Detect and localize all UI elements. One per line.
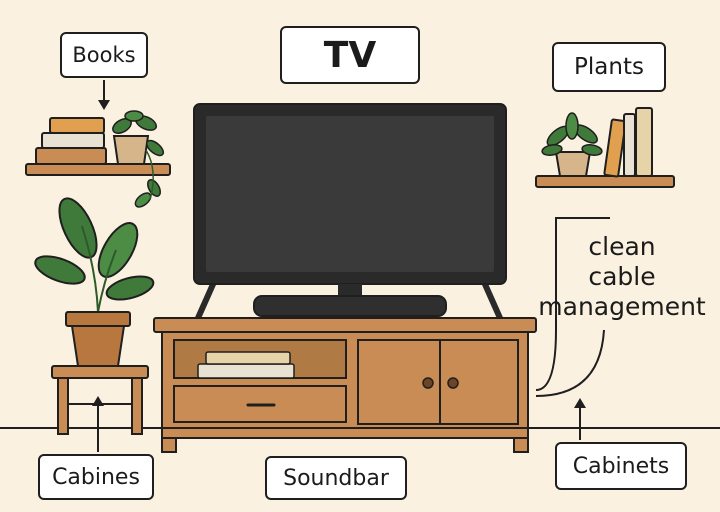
books-label: Books [60, 32, 148, 78]
floor-plant-leaf [34, 255, 86, 285]
floor-plant-stem [81, 225, 117, 313]
soundbar [253, 295, 447, 317]
shelf-plant-leaf [147, 179, 161, 197]
tv-leg-right [481, 279, 503, 321]
floor-plant-group [34, 197, 155, 435]
right-shelf-plant-leaf [541, 144, 563, 156]
right-shelf-group [535, 107, 675, 188]
right-shelf-plant-pot [554, 151, 592, 177]
right-shelf-plant-leaf [581, 144, 603, 156]
cabines-arrow-head [92, 396, 104, 406]
shelf-plant-leaf [145, 139, 165, 157]
right-shelf-plant-leaf [565, 112, 579, 140]
cable-management-label: clean cable management [538, 232, 706, 321]
soundbar-label-text: Soundbar [283, 465, 389, 491]
tv-cabinet [153, 317, 537, 453]
book-1 [35, 147, 107, 165]
cabinet-top [153, 317, 537, 333]
cabinet-base [161, 427, 529, 439]
cable-line-2 [535, 329, 605, 397]
floor-plant-pot-rim [65, 311, 131, 327]
tv-leg-left [195, 279, 217, 321]
shelf-plant-leaf [134, 192, 152, 208]
soundbar-label: Soundbar [265, 456, 407, 500]
cabinets-label-text: Cabinets [572, 453, 670, 479]
plants-label: Plants [552, 42, 666, 92]
tv-screen [206, 116, 494, 272]
stool-top [51, 365, 149, 379]
cabines-label: Cabines [38, 454, 154, 500]
cabinet-book-2 [205, 351, 291, 365]
left-shelf-group [25, 110, 171, 208]
plants-label-text: Plants [574, 54, 644, 80]
stool-leg-left [57, 377, 69, 435]
right-book-3 [635, 107, 653, 177]
right-book-1 [603, 118, 627, 178]
stool-leg-right [131, 377, 143, 435]
cabines-label-text: Cabines [52, 464, 140, 490]
tv-label: TV [280, 26, 420, 84]
floor-plant-leaf [97, 222, 139, 278]
shelf-plant-pot [112, 135, 150, 165]
door-knob-left [422, 377, 434, 389]
cabinet-book-1 [197, 363, 295, 379]
floor-plant-pot [70, 325, 126, 367]
tv-stand-neck [338, 284, 362, 298]
tv-group [193, 103, 507, 321]
floor-plant-leaf [58, 197, 98, 259]
door-knob-right [447, 377, 459, 389]
book-3 [49, 117, 105, 134]
books-label-text: Books [72, 43, 136, 67]
shelf-plant-vine [145, 149, 154, 201]
tv-label-text: TV [323, 34, 377, 76]
books-arrow-head [98, 100, 110, 110]
cabinets-arrow-head [574, 398, 586, 408]
cable-line-1 [535, 217, 610, 391]
shelf-plant-leaf [124, 110, 144, 122]
right-wall-shelf [535, 175, 675, 188]
book-2 [41, 132, 105, 149]
floor-plant-leaf [105, 275, 155, 301]
left-wall-shelf [25, 163, 171, 176]
cabinets-label: Cabinets [555, 442, 687, 490]
right-book-2 [623, 113, 636, 177]
